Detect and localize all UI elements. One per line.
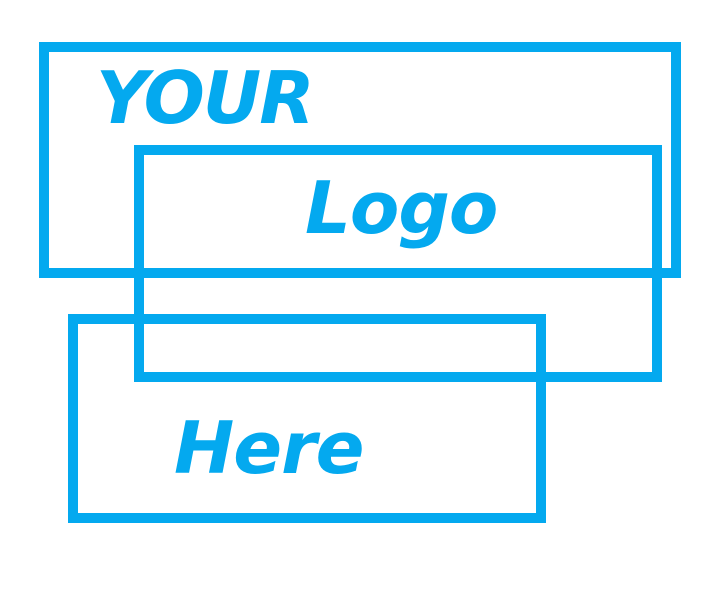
logo-word-your: YOUR [96, 56, 315, 140]
logo-word-here: Here [174, 406, 364, 490]
logo-frame-bottom [68, 314, 546, 523]
logo-frame-middle [134, 145, 662, 382]
logo-word-logo: Logo [305, 166, 498, 250]
logo-frame-top [39, 42, 681, 278]
